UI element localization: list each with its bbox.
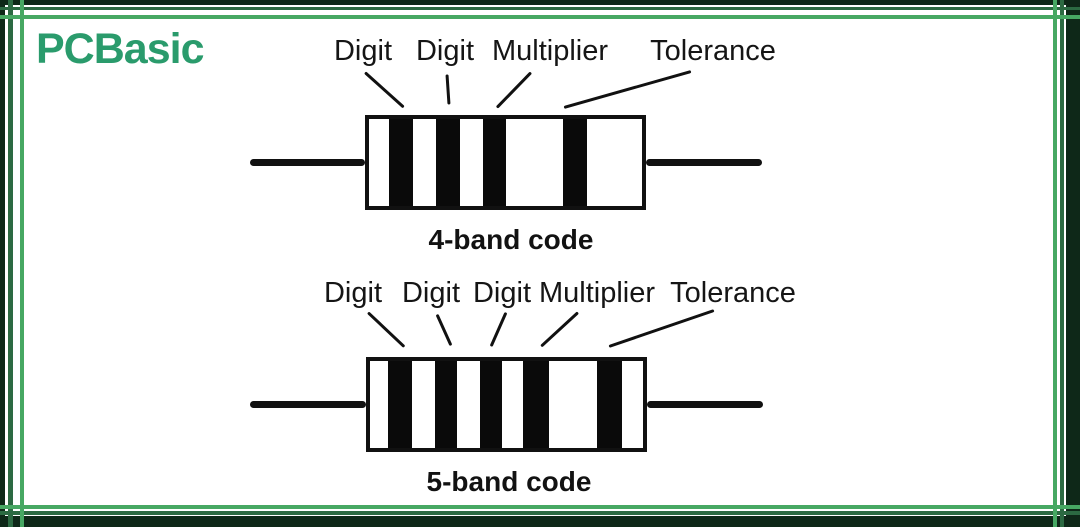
leader-line-digit — [366, 310, 406, 348]
leader-line-digit — [435, 313, 453, 346]
resistor-body — [365, 115, 646, 210]
leader-line-tolerance — [608, 308, 715, 348]
band-label-tolerance: Tolerance — [650, 35, 776, 67]
frame-outer-line-top — [0, 7, 1080, 10]
frame-dark-band-right — [1066, 0, 1080, 527]
resistor-band-tolerance — [563, 119, 587, 206]
resistor-band-multiplier — [483, 119, 506, 206]
leader-line-multiplier — [539, 310, 580, 348]
band-label-multiplier: Multiplier — [538, 277, 656, 309]
resistor-band-digit — [389, 119, 413, 206]
five-band-caption: 5-band code — [426, 466, 592, 497]
right-lead-wire — [647, 401, 763, 408]
band-label-digit: Digit — [415, 35, 475, 67]
resistor-band-multiplier — [523, 361, 549, 448]
resistor-band-digit — [436, 119, 460, 206]
resistor-band-tolerance — [597, 361, 622, 448]
band-label-digit: Digit — [472, 277, 532, 309]
band-label-tolerance: Tolerance — [670, 277, 796, 309]
band-label-digit: Digit — [401, 277, 461, 309]
band-label-digit: Digit — [323, 277, 383, 309]
frame-inner-line-right — [1053, 0, 1057, 527]
resistor-band-digit — [480, 361, 502, 448]
frame-dark-band-bottom — [0, 516, 1080, 527]
right-lead-wire — [646, 159, 762, 166]
band-label-multiplier: Multiplier — [491, 35, 609, 67]
resistor-band-digit — [435, 361, 457, 448]
frame-dark-band-top — [0, 0, 1080, 5]
frame-outer-line-left — [8, 0, 13, 527]
frame-inner-line-top — [0, 15, 1080, 19]
four-band-caption: 4-band code — [428, 224, 594, 255]
resistor-body — [366, 357, 647, 452]
leader-line-digit — [489, 311, 508, 347]
frame-dark-band-left — [0, 0, 5, 527]
left-lead-wire — [250, 401, 366, 408]
resistor-band-digit — [388, 361, 412, 448]
band-label-digit: Digit — [333, 35, 393, 67]
frame-inner-line-left — [20, 0, 24, 527]
frame-inner-line-bottom — [0, 505, 1080, 509]
frame-outer-line-bottom — [0, 511, 1080, 515]
frame-outer-line-right — [1060, 0, 1064, 527]
brand-logo: PCBasic — [36, 25, 204, 73]
left-lead-wire — [250, 159, 365, 166]
